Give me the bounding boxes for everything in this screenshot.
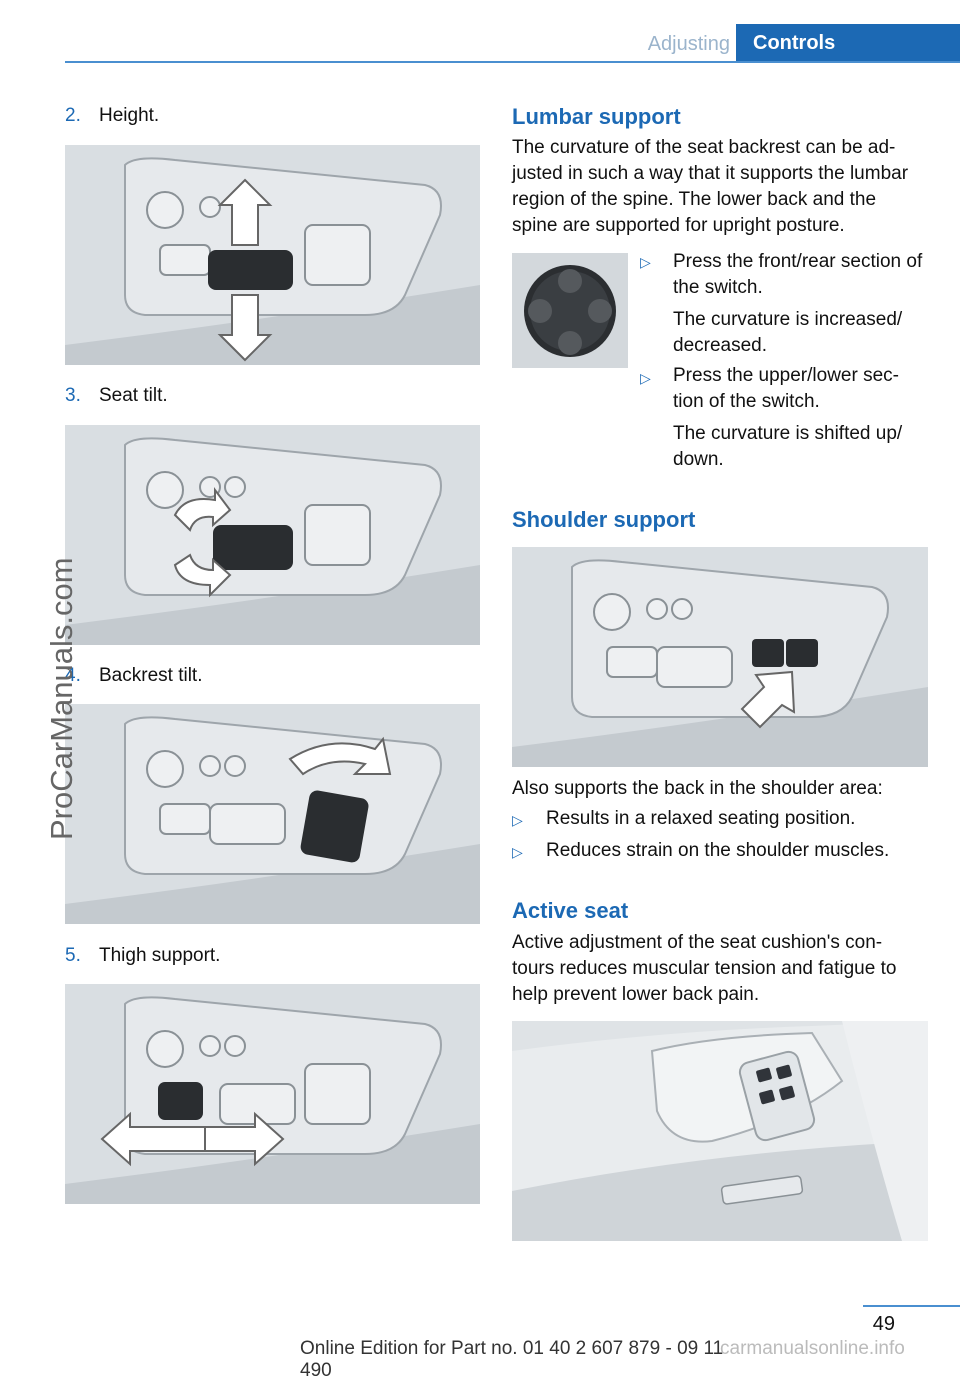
side-watermark: ProCarManuals.com bbox=[12, 520, 79, 840]
bullet-subline: The curvature is shifted up/ bbox=[673, 423, 903, 444]
active-line: help prevent lower back pain. bbox=[512, 984, 760, 1005]
shoulder-support-figure bbox=[512, 547, 928, 767]
shoulder-bullet-1: Results in a relaxed seating position. bbox=[546, 808, 856, 829]
side-watermark-text: ProCarManuals.com bbox=[44, 557, 79, 840]
item-label-seat-tilt: Seat tilt. bbox=[99, 385, 168, 406]
bullet-subline: down. bbox=[673, 449, 724, 470]
page-number-divider bbox=[863, 1305, 960, 1307]
lumbar-bullet-1: Press the front/rear section of the swit… bbox=[673, 249, 943, 359]
height-figure bbox=[65, 145, 480, 365]
bullet-triangle-icon: ▷ bbox=[640, 370, 651, 386]
item-number: 3. bbox=[65, 385, 81, 406]
lumbar-heading: Lumbar support bbox=[512, 104, 681, 129]
bullet-triangle-icon: ▷ bbox=[640, 254, 651, 270]
bullet-triangle-icon: ▷ bbox=[512, 844, 523, 860]
header-section-label: Adjusting bbox=[647, 33, 730, 55]
lumbar-description: The curvature of the seat backrest can b… bbox=[512, 135, 942, 239]
lumbar-bullet-2: Press the upper/lower sec‐ tion of the s… bbox=[673, 363, 943, 473]
bullet-subline: decreased. bbox=[673, 335, 768, 356]
item-number: 2. bbox=[65, 105, 81, 126]
item-label-height: Height. bbox=[99, 105, 160, 126]
item-number: 4. bbox=[65, 665, 81, 686]
backrest-tilt-figure bbox=[65, 704, 480, 924]
lumbar-line: region of the spine. The lower back and … bbox=[512, 189, 877, 210]
bullet-line: Press the upper/lower sec‐ bbox=[673, 365, 899, 386]
footer-watermark: carmanualsonline.info bbox=[720, 1338, 905, 1359]
bullet-subline: The curvature is increased/ bbox=[673, 309, 903, 330]
bullet-triangle-icon: ▷ bbox=[512, 812, 523, 828]
lumbar-line: spine are supported for upright posture. bbox=[512, 215, 845, 236]
thigh-support-figure bbox=[65, 984, 480, 1204]
header-divider bbox=[65, 61, 960, 63]
page-number: 49 bbox=[872, 1313, 895, 1335]
bullet-line: the switch. bbox=[673, 277, 763, 298]
item-number: 5. bbox=[65, 945, 81, 966]
lumbar-line: The curvature of the seat backrest can b… bbox=[512, 137, 896, 158]
item-label-thigh-support: Thigh support. bbox=[99, 945, 221, 966]
item-label-backrest-tilt: Backrest tilt. bbox=[99, 665, 203, 686]
active-seat-heading: Active seat bbox=[512, 898, 629, 923]
active-line: Active adjustment of the seat cushion's … bbox=[512, 932, 883, 953]
shoulder-intro: Also supports the back in the shoulder a… bbox=[512, 778, 883, 799]
seat-tilt-figure bbox=[65, 425, 480, 645]
header-tab-controls[interactable]: Controls bbox=[736, 24, 960, 62]
lumbar-line: justed in such a way that it supports th… bbox=[512, 163, 909, 184]
shoulder-heading: Shoulder support bbox=[512, 507, 696, 532]
bullet-line: tion of the switch. bbox=[673, 391, 820, 412]
active-seat-figure bbox=[512, 1021, 928, 1241]
active-line: tours reduces muscular tension and fatig… bbox=[512, 958, 897, 979]
active-seat-description: Active adjustment of the seat cushion's … bbox=[512, 930, 942, 1008]
shoulder-bullet-2: Reduces strain on the shoulder muscles. bbox=[546, 840, 890, 861]
bullet-line: Press the front/rear section of bbox=[673, 251, 923, 272]
lumbar-switch-figure bbox=[512, 253, 628, 368]
footer-edition: Online Edition for Part no. 01 40 2 607 … bbox=[300, 1338, 724, 1381]
